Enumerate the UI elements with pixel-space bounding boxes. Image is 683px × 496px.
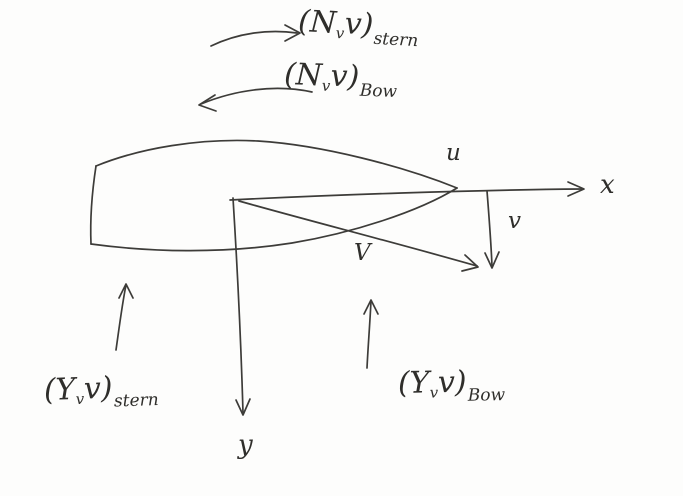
arrow-head — [118, 283, 134, 299]
symbol-main: (N — [283, 57, 323, 94]
label-y-bow: (Yvv)Bow — [397, 364, 506, 407]
label-surge-velocity-u: u — [446, 140, 461, 166]
label-y-axis: y — [238, 430, 253, 460]
total-velocity-arrow — [238, 200, 479, 272]
stern-force-arrow — [115, 283, 134, 351]
symbol-main: (Y — [43, 371, 76, 408]
arrow-shaft — [238, 200, 478, 267]
symbol-main: v) — [329, 58, 360, 95]
arrow-shaft — [232, 197, 244, 414]
x-axis-arrow — [229, 181, 585, 201]
hull-bottom-edge — [90, 187, 458, 252]
yaw-moment-arrow-bow — [198, 87, 313, 112]
hull-top-edge — [95, 139, 458, 189]
label-total-velocity-V: V — [354, 240, 371, 266]
arrow-shaft — [486, 190, 493, 267]
label-sway-velocity-v: v — [508, 208, 521, 234]
arrow-shaft — [115, 284, 127, 351]
symbol-subscript: Bow — [359, 81, 398, 103]
arrow-shaft — [200, 87, 313, 105]
symbol-main: v) — [343, 6, 375, 43]
bow-force-arrow — [363, 299, 379, 369]
label-n-stern: (Nvv)stern — [297, 3, 420, 52]
yaw-moment-arrow-stern — [210, 24, 301, 47]
arrow-shaft — [210, 30, 298, 47]
symbol-main: (N — [297, 3, 338, 41]
label-x-axis: x — [600, 170, 615, 200]
symbol-main: v) — [437, 364, 467, 401]
arrow-head — [198, 94, 217, 112]
arrow-head — [363, 299, 379, 315]
arrow-head — [461, 254, 479, 272]
symbol-subscript: stern — [373, 29, 419, 52]
symbol-subscript: stern — [113, 390, 160, 412]
arrow-shaft — [366, 300, 372, 369]
symbol-sub: v — [429, 383, 439, 402]
symbol-main: v) — [83, 370, 114, 407]
arrow-head — [235, 398, 251, 416]
arrow-shaft — [229, 188, 583, 201]
sway-velocity-arrow — [484, 190, 500, 269]
arrow-head — [567, 181, 585, 197]
hull-stern-edge — [89, 165, 97, 245]
arrow-head — [284, 24, 301, 42]
y-axis-arrow — [232, 197, 251, 416]
symbol-subscript: Bow — [467, 385, 506, 407]
symbol-main: (Y — [397, 365, 430, 401]
hull-outline — [89, 139, 458, 252]
arrow-head — [484, 251, 500, 269]
label-y-stern: (Yvv)stern — [43, 370, 160, 413]
label-n-bow: (Nvv)Bow — [283, 57, 398, 103]
